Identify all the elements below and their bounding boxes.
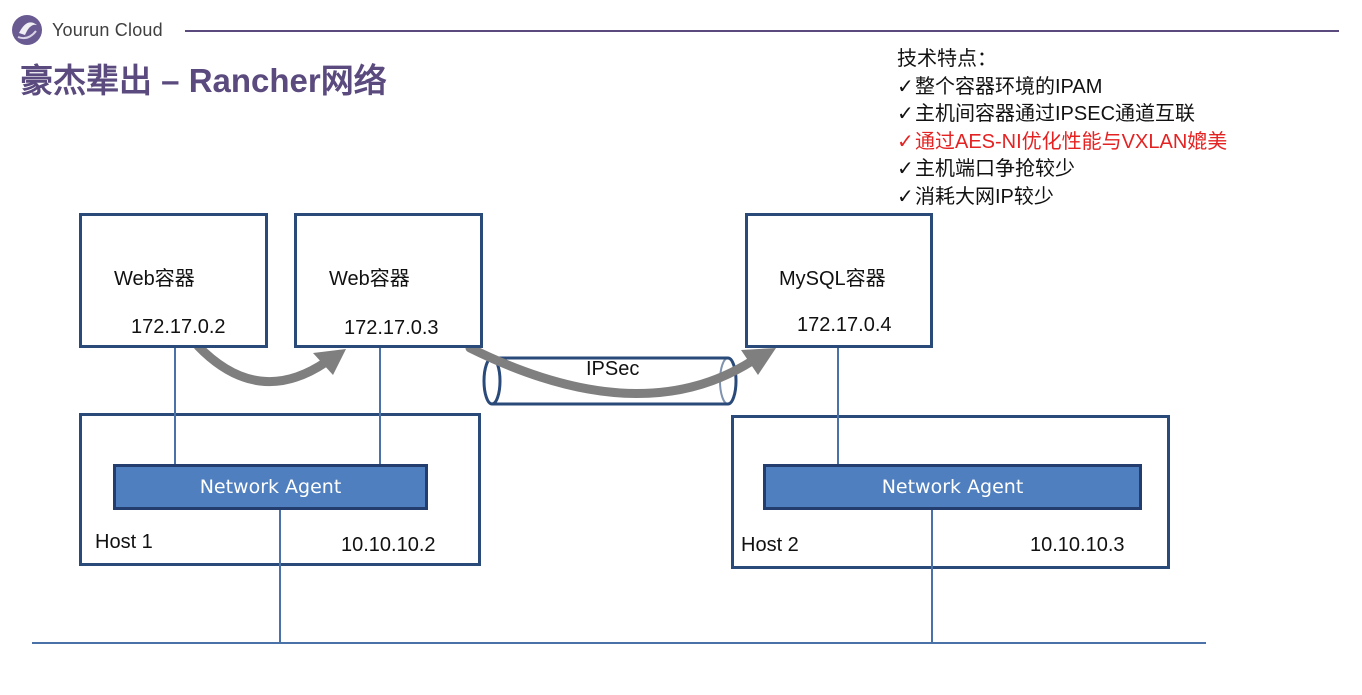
checkmark-icon: ✓ (897, 75, 914, 98)
network-agent-host-1: Network Agent (113, 464, 428, 510)
container-mysql-ip: 172.17.0.4 (797, 314, 892, 336)
container-mysql (745, 213, 933, 348)
feature-item: ✓消耗大网IP较少 (897, 184, 1227, 212)
container-web-2 (294, 213, 483, 348)
container-web-2-ip: 172.17.0.3 (344, 317, 439, 339)
feature-text: 主机间容器通过IPSEC通道互联 (915, 103, 1196, 125)
host-1-ip: 10.10.10.2 (341, 534, 436, 556)
link-host-1-network (279, 508, 281, 643)
brand-logo: Yourun Cloud (10, 12, 170, 48)
feature-text: 消耗大网IP较少 (915, 185, 1054, 208)
link-web-1-agent (174, 348, 176, 465)
container-mysql-label: MySQL容器 (779, 268, 886, 290)
feature-item: ✓整个容器环境的IPAM (897, 74, 1227, 102)
checkmark-icon: ✓ (897, 103, 914, 125)
page-title: 豪杰辈出 – Rancher网络 (20, 62, 387, 99)
container-web-1-label: Web容器 (114, 268, 195, 290)
ipsec-label: IPSec (586, 358, 640, 380)
feature-text: 主机端口争抢较少 (915, 158, 1075, 180)
link-mysql-agent (837, 348, 839, 465)
link-host-2-network (931, 508, 933, 643)
traffic-arrow-cross-host (465, 343, 776, 398)
checkmark-icon: ✓ (897, 130, 914, 153)
features-heading: 技术特点： (897, 48, 997, 70)
checkmark-icon: ✓ (897, 158, 914, 180)
container-web-1 (79, 213, 268, 348)
feature-item: ✓主机间容器通过IPSEC通道互联 (897, 101, 1227, 129)
link-web-2-agent (379, 348, 381, 465)
feature-text: 通过AES-NI优化性能与VXLAN媲美 (915, 130, 1228, 153)
feature-item: ✓主机端口争抢较少 (897, 156, 1227, 184)
host-1-label: Host 1 (95, 531, 153, 553)
yourun-logo-icon (12, 15, 42, 45)
brand-name: Yourun Cloud (52, 19, 163, 40)
features-list: ✓整个容器环境的IPAM✓主机间容器通过IPSEC通道互联✓通过AES-NI优化… (897, 74, 1227, 212)
features-panel: 技术特点： ✓整个容器环境的IPAM✓主机间容器通过IPSEC通道互联✓通过AE… (897, 46, 1227, 211)
container-web-1-ip: 172.17.0.2 (131, 316, 226, 338)
checkmark-icon: ✓ (897, 185, 914, 208)
traffic-arrow-local (193, 341, 346, 386)
host-2-label: Host 2 (741, 534, 799, 556)
ipsec-tunnel (482, 356, 738, 406)
network-agent-host-2: Network Agent (763, 464, 1142, 510)
feature-item: ✓通过AES-NI优化性能与VXLAN媲美 (897, 129, 1227, 157)
host-2-ip: 10.10.10.3 (1030, 534, 1125, 556)
feature-text: 整个容器环境的IPAM (915, 75, 1103, 98)
container-web-2-label: Web容器 (329, 268, 410, 290)
header-rule (185, 30, 1339, 32)
physical-network-line (32, 642, 1206, 644)
